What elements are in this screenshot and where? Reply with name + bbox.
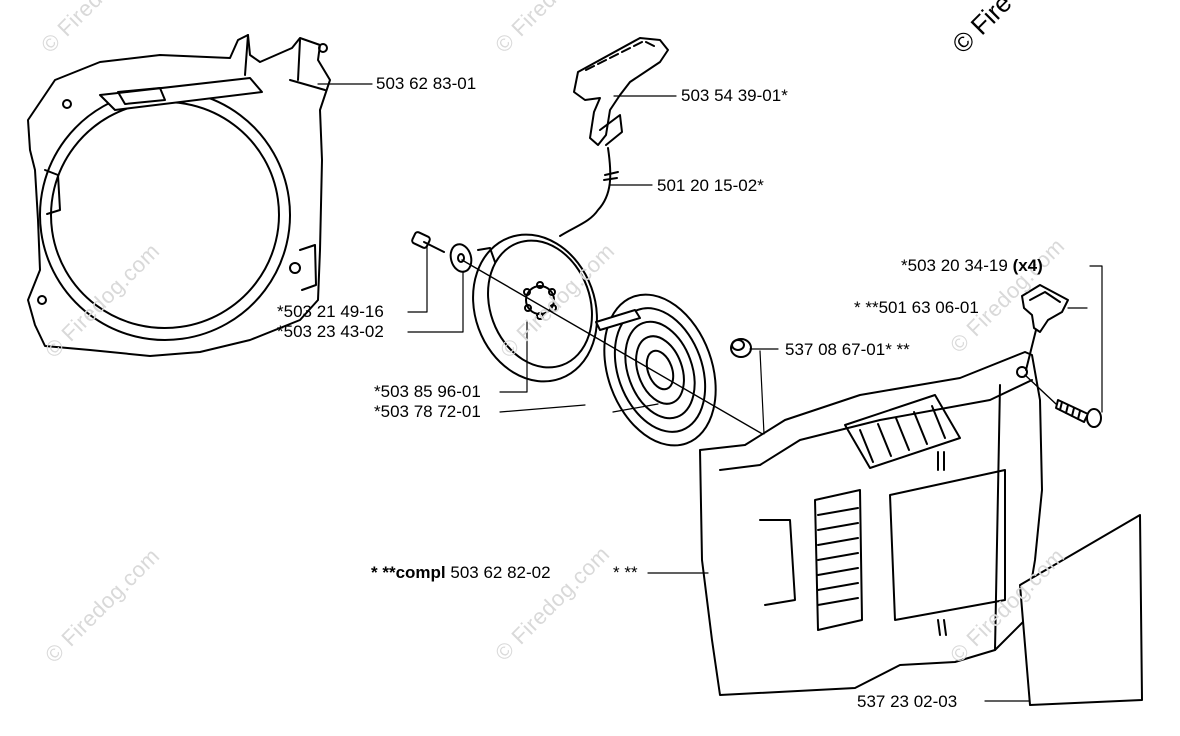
label-washer: *503 23 43-02 <box>277 322 384 341</box>
label-handle: 503 54 39-01* <box>681 86 788 105</box>
fan-housing-part <box>27 34 331 357</box>
decal-part <box>1019 514 1143 706</box>
recoil-spring-part <box>595 293 717 447</box>
grommet-part <box>1021 284 1069 371</box>
label-cover-number: 503 62 82-02 <box>450 563 551 582</box>
label-screws-x4-number: *503 20 34-19 <box>901 256 1008 275</box>
label-screws-x4-qty: (x4) <box>1012 256 1043 275</box>
cover-screw-part <box>1024 374 1102 428</box>
label-bushing: 537 08 67-01* ** <box>785 340 910 359</box>
leader-lines <box>317 83 1103 702</box>
label-spring: *503 78 72-01 <box>374 402 481 421</box>
label-rope: 501 20 15-02* <box>657 176 764 195</box>
starter-handle-part <box>559 37 669 237</box>
starter-pulley-part <box>472 233 598 383</box>
assembly-axis-line <box>461 259 791 451</box>
label-pulley: *503 85 96-01 <box>374 382 481 401</box>
label-grommet: * **501 63 06-01 <box>854 298 979 317</box>
label-screw-small: *503 21 49-16 <box>277 302 384 321</box>
label-cover: * **compl 503 62 82-02 <box>371 563 551 583</box>
screw-washer-parts <box>411 231 473 273</box>
label-cover-prefix: * ** <box>371 563 396 582</box>
label-housing-ring: 503 62 83-01 <box>376 74 477 93</box>
label-cover-compl: compl <box>395 563 446 582</box>
label-screws-x4: *503 20 34-19 (x4) <box>901 256 1043 276</box>
label-decal: 537 23 02-03 <box>857 692 958 711</box>
starter-cover-part <box>699 351 1043 696</box>
label-cover-suffix: * ** <box>613 563 638 582</box>
